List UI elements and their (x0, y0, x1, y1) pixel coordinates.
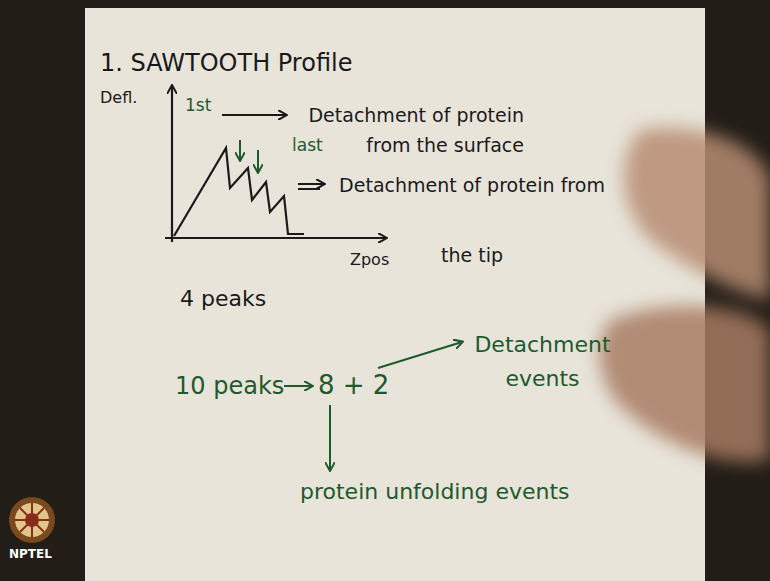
note-text: protein unfolding events (300, 478, 570, 506)
peak-label: 1st (185, 95, 211, 116)
hand-shadow (599, 127, 770, 461)
watermark-logo-text: NPTEL (9, 547, 52, 562)
note-text: 4 peaks (180, 285, 266, 313)
note-text: Detachment events (460, 328, 625, 396)
axis-label: Zpos (350, 250, 389, 270)
axis-label: Defl. (100, 88, 137, 108)
note-text: 10 peaks (175, 371, 284, 401)
slide-title: 1. SAWTOOTH Profile (100, 48, 352, 78)
sum-text: 8 + 2 (318, 369, 389, 402)
peak-label: last (292, 135, 323, 156)
sawtooth-curve (174, 148, 304, 236)
paper-sheet (85, 8, 705, 581)
nptel-logo (9, 497, 55, 543)
